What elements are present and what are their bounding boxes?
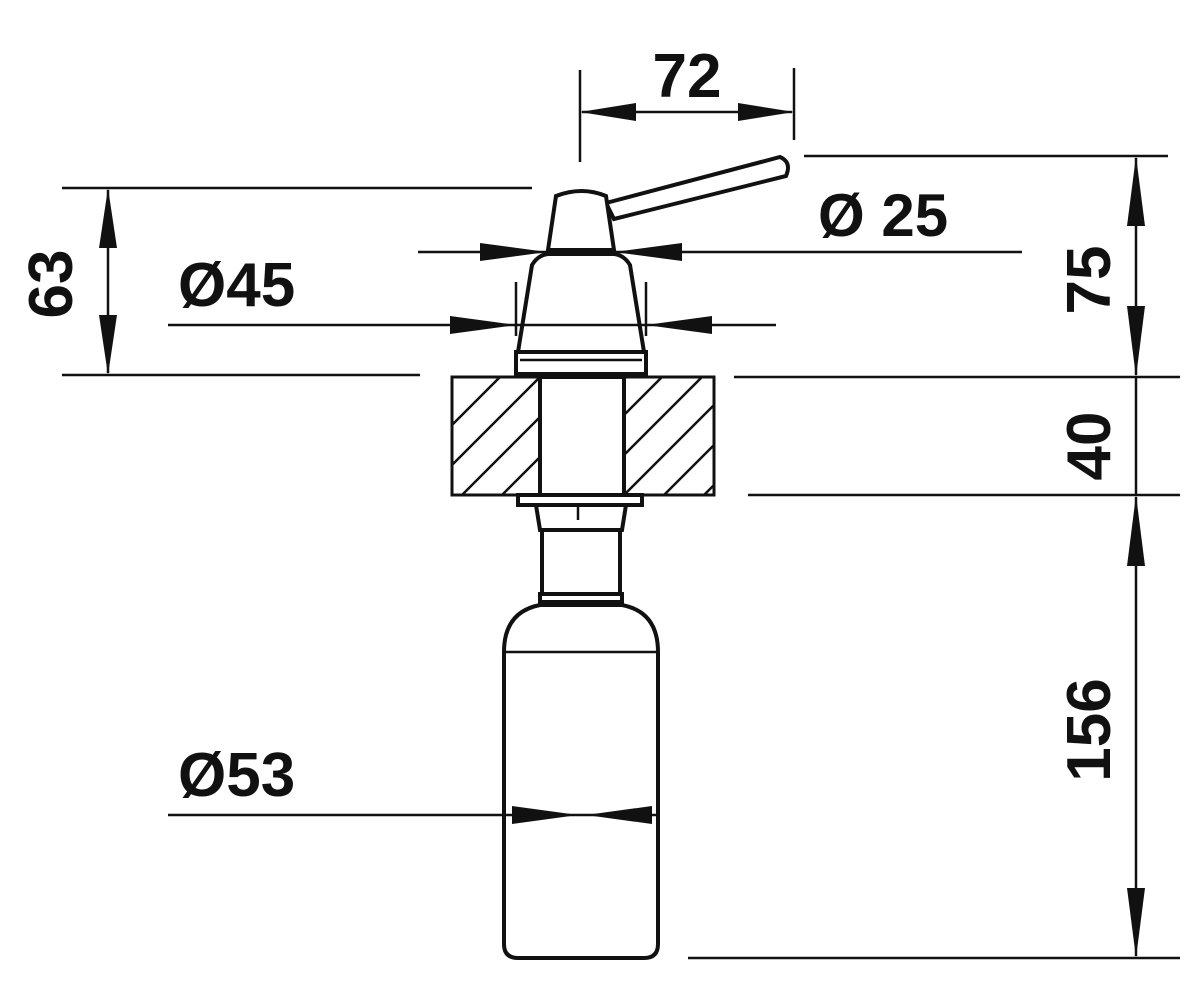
dimension-label-diameter-53: Ø53	[178, 741, 295, 810]
countertop-section	[450, 375, 716, 497]
extension-lines	[62, 68, 1180, 960]
dimension-diameter-25: Ø 25	[418, 182, 1022, 261]
hatch-left	[452, 377, 540, 495]
dispenser-lever	[603, 154, 790, 222]
bottle-neck	[540, 528, 622, 598]
soap-bottle	[502, 603, 660, 960]
dimension-label-diameter-45: Ø45	[178, 251, 295, 320]
flange-base	[514, 350, 648, 376]
dispenser-body	[502, 154, 790, 960]
flange	[515, 252, 647, 354]
dimension-label-63: 63	[17, 250, 86, 319]
hatch-right	[624, 377, 714, 495]
dimension-diameter-53: Ø53	[168, 741, 656, 824]
shank	[538, 375, 626, 497]
dimension-label-diameter-25: Ø 25	[818, 182, 948, 249]
dimension-label-75: 75	[1055, 246, 1124, 315]
dimension-40: 40	[1055, 377, 1138, 495]
mounting-nut	[533, 503, 629, 532]
countertop-right-block	[622, 375, 716, 497]
countertop-left-block	[450, 375, 542, 497]
dimension-label-40: 40	[1055, 412, 1124, 481]
dimension-63: 63	[17, 188, 117, 375]
bottle-cap-ring	[538, 592, 624, 604]
dimension-72: 72	[580, 42, 794, 121]
dimension-75: 75	[1055, 156, 1145, 377]
pump-head	[545, 189, 617, 252]
dimension-156: 156	[1055, 495, 1145, 958]
dimension-label-72: 72	[653, 42, 722, 111]
dimension-diameter-45: Ø45	[168, 251, 776, 336]
dimension-label-156: 156	[1055, 678, 1124, 781]
